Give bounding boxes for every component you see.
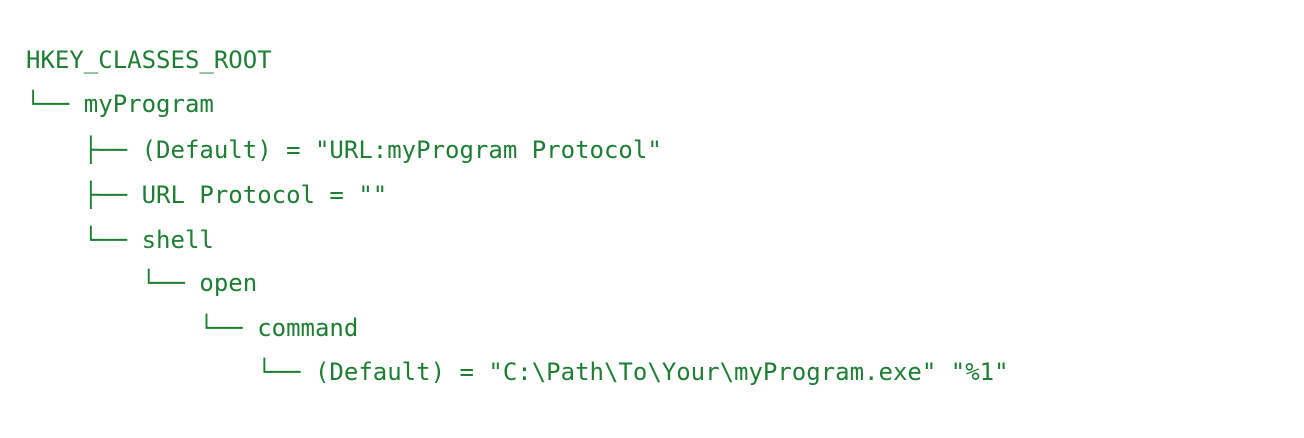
tree-line-hkey-classes-root: HKEY_CLASSES_ROOT [26,45,272,75]
tree-branch-glyph: ├── [83,181,142,209]
registry-key-command: command [257,314,359,342]
tree-branch-glyph: └── [141,269,200,297]
tree-branch-glyph: └── [199,314,258,342]
tree-line-command: └── command [26,313,358,343]
tree-branch-glyph: └── [26,90,84,118]
tree-branch-glyph: └── [83,226,142,254]
tree-line-shell: └── shell [26,225,214,255]
registry-root-key: HKEY_CLASSES_ROOT [26,46,272,74]
registry-value-default: (Default) = "URL:myProgram Protocol" [141,136,662,164]
tree-line-myprogram: └── myProgram [26,89,214,119]
tree-line-default-value: ├── (Default) = "URL:myProgram Protocol" [26,135,662,165]
tree-line-command-default-value: └── (Default) = "C:\Path\To\Your\myProgr… [26,357,1009,387]
tree-branch-glyph: ├── [83,136,142,164]
registry-value-command-default: (Default) = "C:\Path\To\Your\myProgram.e… [314,358,1009,386]
tree-branch-glyph: └── [257,358,315,386]
registry-key-shell: shell [141,226,214,254]
tree-line-url-protocol: ├── URL Protocol = "" [26,180,387,210]
registry-value-url-protocol: URL Protocol = "" [141,181,388,209]
registry-key-myprogram: myProgram [83,90,214,118]
tree-line-open: └── open [26,268,258,298]
registry-key-open: open [199,269,258,297]
